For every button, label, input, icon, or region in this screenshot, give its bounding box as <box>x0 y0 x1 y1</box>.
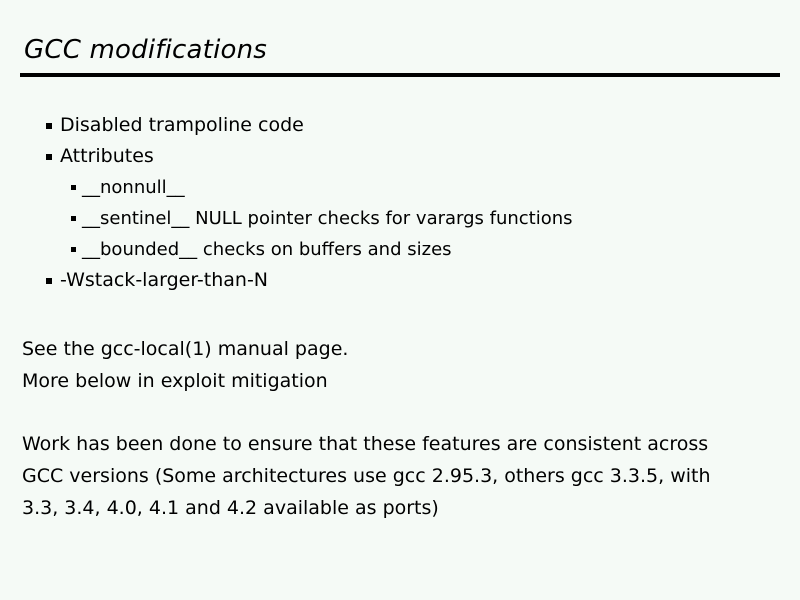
list-item-label: __nonnull__ <box>82 177 185 198</box>
square-bullet-icon <box>46 123 52 129</box>
list-item: __nonnull__ <box>0 175 800 206</box>
list-item: -Wstack-larger-than-N <box>0 268 800 299</box>
paragraph-line: Work has been done to ensure that these … <box>22 433 709 455</box>
list-item: __sentinel__ NULL pointer checks for var… <box>0 206 800 237</box>
page-title: GCC modifications <box>24 35 268 65</box>
square-bullet-icon <box>71 216 76 221</box>
list-item: __bounded__ checks on buffers and sizes <box>0 237 800 268</box>
paragraph-line: See the gcc-local(1) manual page. <box>22 338 349 360</box>
paragraph-line: GCC versions (Some architectures use gcc… <box>22 465 711 487</box>
list-item-label: Attributes <box>60 145 154 167</box>
reference-paragraph: See the gcc-local(1) manual page. More b… <box>22 333 778 397</box>
bullet-list: Disabled trampoline code Attributes __no… <box>0 113 800 299</box>
list-item-label: __sentinel__ NULL pointer checks for var… <box>82 208 573 229</box>
list-item: Attributes <box>0 144 800 175</box>
paragraph-line: 3.3, 3.4, 4.0, 4.1 and 4.2 available as … <box>22 497 439 519</box>
list-item-label: __bounded__ checks on buffers and sizes <box>82 239 452 260</box>
paragraph-line: More below in exploit mitigation <box>22 370 328 392</box>
list-item: Disabled trampoline code <box>0 113 800 144</box>
square-bullet-icon <box>71 247 76 252</box>
consistency-paragraph: Work has been done to ensure that these … <box>22 428 778 524</box>
square-bullet-icon <box>71 185 76 190</box>
square-bullet-icon <box>46 278 52 284</box>
square-bullet-icon <box>46 154 52 160</box>
list-item-label: Disabled trampoline code <box>60 114 304 136</box>
title-divider <box>20 73 780 77</box>
list-item-label: -Wstack-larger-than-N <box>60 269 269 291</box>
